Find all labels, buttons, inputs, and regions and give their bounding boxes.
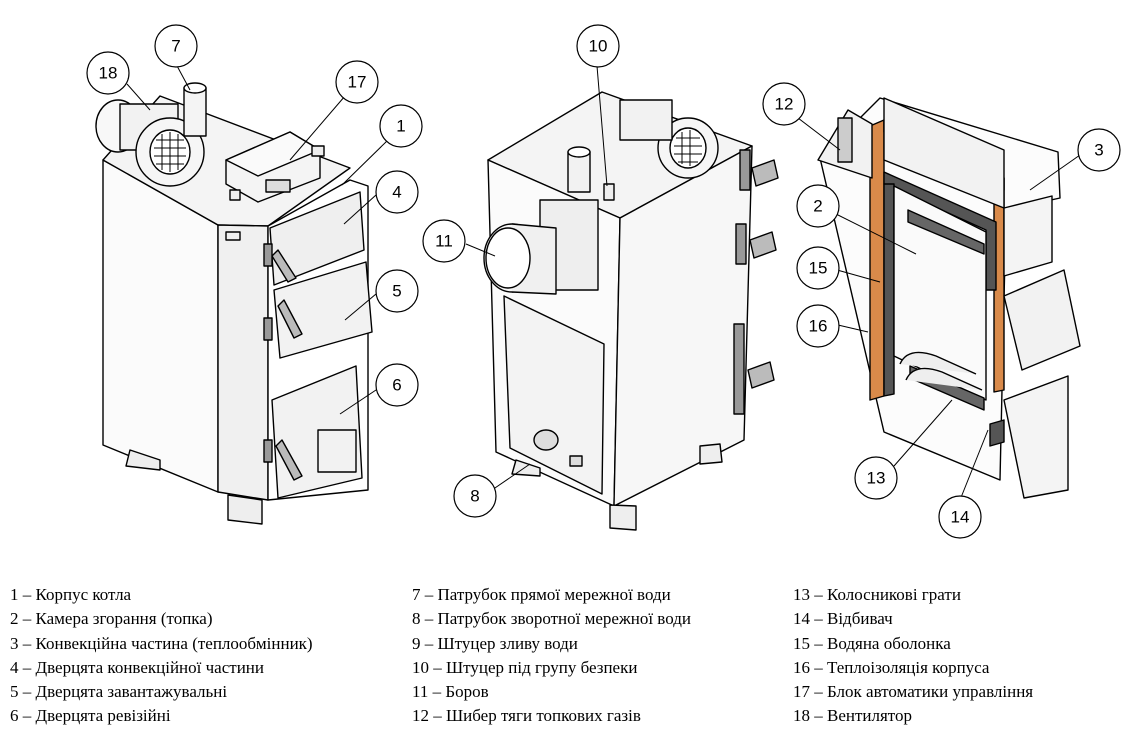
boiler-section-view [817, 97, 1081, 499]
boiler-diagram: 18 7 17 1 4 5 6 10 11 8 12 3 2 15 16 13 … [86, 24, 1121, 539]
callout-circles [86, 24, 1121, 539]
legend-item: 14 – Відбивач [793, 609, 893, 629]
callout-13: 13 [867, 469, 886, 488]
callout-6: 6 [392, 376, 401, 395]
callout-8: 8 [470, 487, 479, 506]
legend-item: 8 – Патрубок зворотної мережної води [412, 609, 691, 629]
legend-item: 7 – Патрубок прямої мережної води [412, 585, 671, 604]
legend-item: 13 – Колосникові грати [793, 585, 961, 604]
legend-item: 1 – Корпус котла [10, 585, 132, 604]
legend-item: 11 – Боров [412, 682, 489, 702]
legend-item: 12 – Шибер тяги топкових газів [412, 706, 641, 726]
callout-15: 15 [809, 259, 828, 278]
callout-3: 3 [1094, 141, 1103, 160]
legend-item: 6 – Дверцята ревізійні [10, 706, 171, 726]
callout-5: 5 [392, 282, 401, 301]
callout-7: 7 [171, 37, 180, 56]
legend-item: 9 – Штуцер зливу води [412, 633, 578, 653]
legend-column-2: 7 – Патрубок прямої мережної води 8 – Па… [412, 583, 691, 729]
callout-2: 2 [813, 197, 822, 216]
callout-4: 4 [392, 183, 401, 202]
callout-1: 1 [396, 117, 405, 136]
callout-16: 16 [809, 317, 828, 336]
legend-item: 16 – Теплоізоляція корпуса [793, 657, 990, 677]
callout-18: 18 [99, 64, 118, 83]
legend-item: 2 – Камера згорання (топка) [10, 609, 213, 629]
legend-item: 17 – Блок автоматики управління [793, 682, 1034, 702]
legend-item: 18 – Вентилятор [793, 706, 913, 726]
callout-11: 11 [435, 232, 453, 251]
callout-10: 10 [589, 37, 608, 56]
legend-item: 5 – Дверцята завантажувальні [10, 682, 228, 702]
callout-12: 12 [775, 95, 794, 114]
legend-column-3: 13 – Колосникові грати 14 – Відбивач 15 … [793, 583, 1033, 729]
legend-item: 10 – Штуцер під групу безпеки [412, 657, 638, 677]
legend-column-1: 1 – Корпус котла 2 – Камера згорання (то… [10, 583, 313, 729]
boiler-front-view [95, 82, 373, 525]
leader-lines [126, 63, 1081, 501]
boiler-rear-view [483, 91, 779, 531]
callout-17: 17 [348, 73, 367, 92]
legend-item: 3 – Конвекційна частина (теплообмінник) [10, 633, 313, 653]
legend-item: 4 – Дверцята конвекційної частини [10, 657, 264, 677]
legend-item: 15 – Водяна оболонка [793, 633, 951, 653]
callout-14: 14 [951, 508, 970, 527]
